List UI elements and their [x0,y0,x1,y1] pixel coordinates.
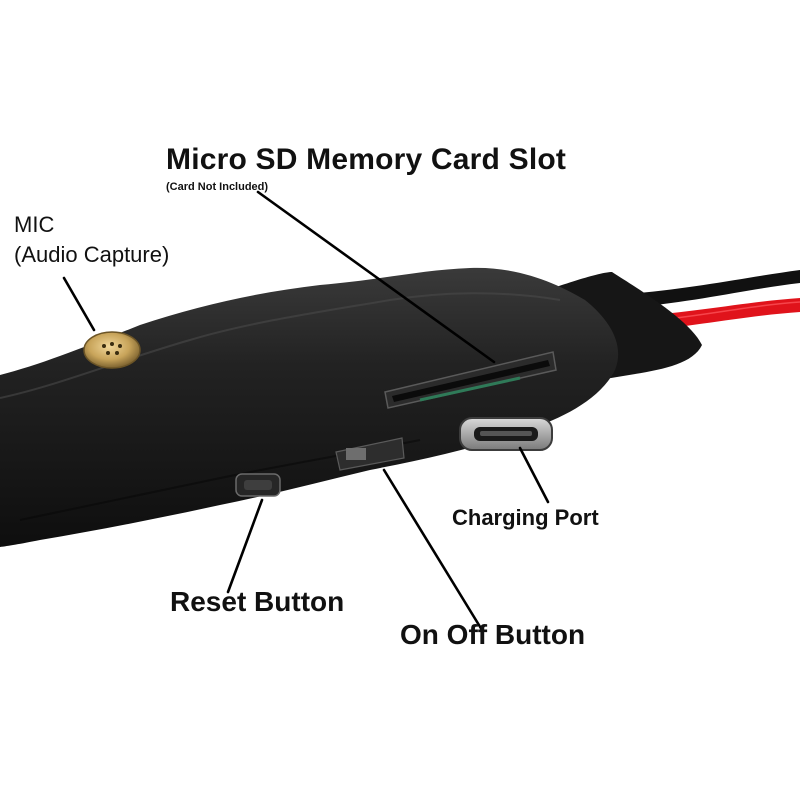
sd-slot-label: Micro SD Memory Card Slot [166,143,567,176]
on-off-button-label: On Off Button [400,619,586,650]
sd-slot-pointer [256,190,496,364]
sd-slot-note: (Card Not Included) [166,181,269,193]
reset-button-icon [235,473,281,497]
mic-pointer [62,276,96,332]
reset-button-label: Reset Button [170,586,345,617]
mic-icon [83,331,141,369]
charging-port-pointer [518,446,550,504]
mic-label: MIC (Audio Capture) [14,210,169,270]
reset-pointer [226,498,264,594]
mic-label-line2: (Audio Capture) [14,242,170,267]
switch-icon [335,437,405,471]
sd-slot-icon [384,351,557,409]
pointer-lines [62,190,550,632]
mic-label-line1: MIC [14,212,55,237]
charging-port-label: Charging Port [452,505,599,530]
module-body [0,267,619,547]
on-off-pointer [382,468,484,632]
usb-port-icon [459,417,553,451]
